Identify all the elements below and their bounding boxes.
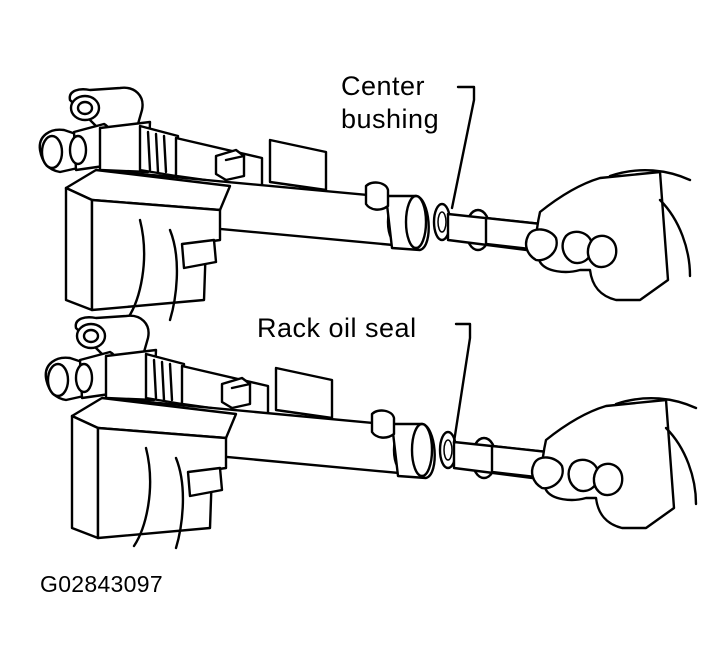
center-bushing-label: Center bushing	[341, 70, 439, 136]
rack-oil-seal-label: Rack oil seal	[257, 313, 417, 343]
center-bushing-leader	[450, 85, 476, 210]
center-bushing-label-line1: Center	[341, 71, 426, 101]
lower-rack-assembly	[44, 314, 698, 550]
center-bushing-label-line2: bushing	[341, 104, 440, 134]
rack-oil-seal-leader	[452, 322, 472, 444]
figure-code: G02843097	[40, 571, 163, 597]
